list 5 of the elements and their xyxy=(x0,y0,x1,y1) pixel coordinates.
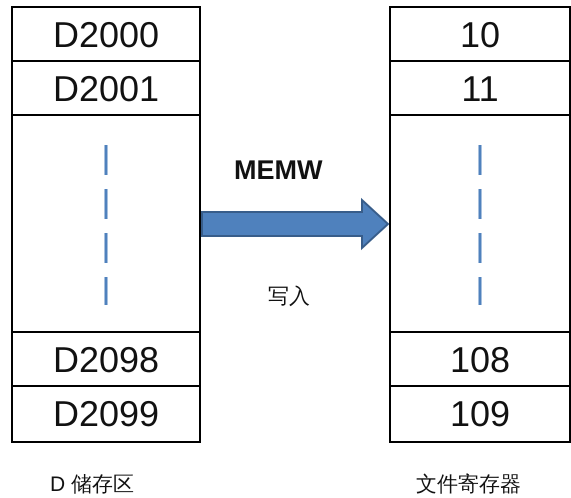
edge-label: MEMW xyxy=(234,155,322,186)
column-caption: 文件寄存器 xyxy=(416,472,521,498)
note-label: 写入 xyxy=(268,284,310,310)
block-arrow xyxy=(201,198,390,250)
column-caption: D 储存区 xyxy=(50,472,134,498)
